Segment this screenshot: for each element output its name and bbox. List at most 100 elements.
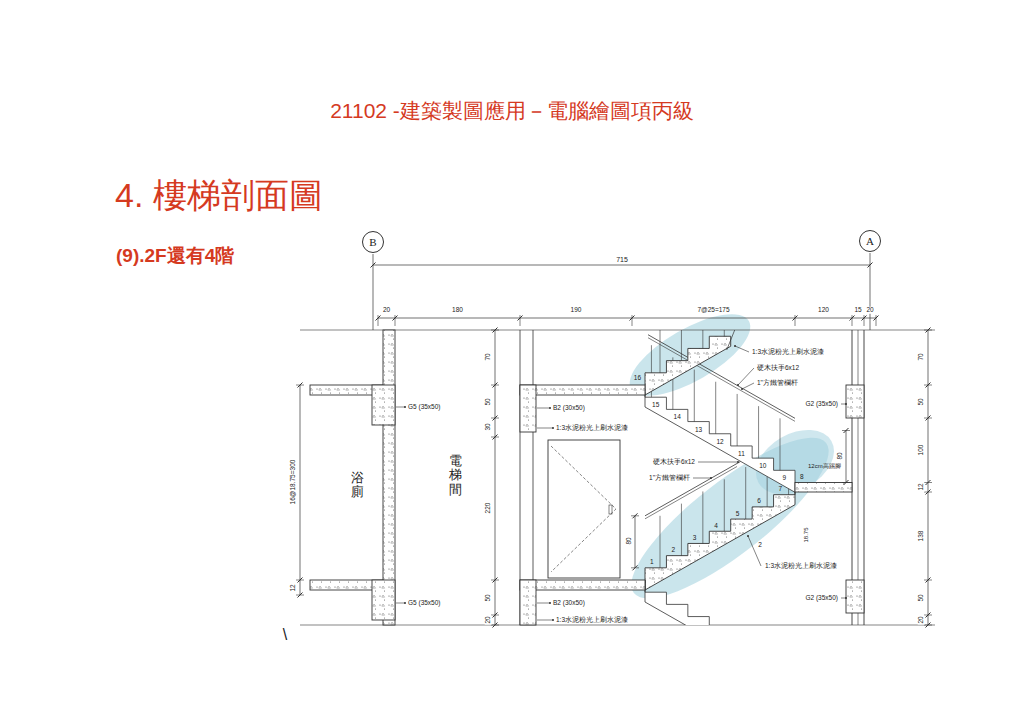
step-number: 2 <box>671 547 675 554</box>
railing-callout: 1"方鐵管欄杆 <box>649 475 690 482</box>
beam-callout: G2 (35x50) <box>805 595 838 602</box>
step-number: 9 <box>782 475 786 482</box>
dimension-text: 120 <box>817 307 830 314</box>
dimension-tick <box>493 416 498 421</box>
leader-line <box>735 346 749 352</box>
step-number: 6 <box>757 498 761 505</box>
leader-line <box>841 598 846 599</box>
leader-dot <box>741 388 743 390</box>
step-note: (9).2F還有4階 <box>116 246 234 265</box>
room-name: 浴廁 <box>351 471 364 500</box>
dimension-text: 20 <box>382 307 391 314</box>
dimension-tick <box>862 316 867 321</box>
room-name: 電梯間 <box>449 454 462 497</box>
handrail <box>645 461 741 515</box>
leader-line <box>748 536 761 566</box>
baluster <box>767 476 768 506</box>
page-title: 21102 -建築製圖應用－電腦繪圖項丙級 <box>330 100 694 121</box>
baluster <box>737 394 738 446</box>
dimension-tick <box>518 316 523 321</box>
dimension-text: 50 <box>485 397 492 406</box>
leader-dot <box>737 461 739 463</box>
dimension-text: 30 <box>485 422 492 431</box>
leader-dot <box>845 403 847 405</box>
baluster <box>660 516 661 568</box>
leader-line <box>738 368 754 385</box>
dimension-tick <box>493 623 498 628</box>
extension-line <box>876 315 877 326</box>
dimension-text: 20 <box>865 307 874 314</box>
grid-bubble: A <box>859 230 881 252</box>
beam-callout: B2 (30x50) <box>553 600 585 607</box>
far-flight <box>645 385 795 492</box>
grid-label: B <box>369 237 376 248</box>
leader-line <box>537 603 550 604</box>
dimension-tick <box>371 263 376 268</box>
baluster <box>724 330 725 336</box>
dimension-tick <box>868 263 873 268</box>
beam-section <box>846 385 864 418</box>
leader-dot <box>734 345 736 347</box>
leader-dot <box>404 602 406 604</box>
leader-dot <box>552 427 554 429</box>
beam-callout: G2 (35x50) <box>805 401 838 408</box>
dimension-text: 50 <box>485 593 492 602</box>
leader-dot <box>710 477 712 479</box>
dimension-tick <box>850 316 855 321</box>
baluster <box>681 504 682 556</box>
baluster <box>745 467 746 519</box>
floor-slab <box>520 385 645 395</box>
dimension-line <box>635 516 636 568</box>
beam-callout: G5 (35x50) <box>408 404 441 411</box>
grid-label: A <box>866 236 874 247</box>
dimension-tick <box>793 316 798 321</box>
dimension-line <box>846 431 847 483</box>
beam-section <box>520 385 536 432</box>
dimension-tick <box>633 513 638 518</box>
landing-slab <box>795 483 852 493</box>
baluster <box>788 489 789 495</box>
leader-dot <box>552 619 554 621</box>
dimension-tick <box>926 490 931 495</box>
dimension-tick <box>926 623 931 628</box>
leader-line <box>537 620 553 621</box>
step-number: 8 <box>800 474 804 481</box>
section-heading: 4. 樓梯剖面圖 <box>115 178 323 212</box>
dimension-text: 16@18.75=300 <box>290 459 297 506</box>
handrail <box>645 466 737 518</box>
dimension-text: 190 <box>570 307 583 314</box>
handrail-callout: 硬木扶手6x12 <box>653 459 695 466</box>
dimension-tick <box>298 578 303 583</box>
skirting-callout: 12cm高踢腳 <box>808 463 841 469</box>
dimension-tick <box>926 613 931 618</box>
step-number: 13 <box>695 426 702 433</box>
leader-line <box>396 603 405 604</box>
dimension-tick <box>493 578 498 583</box>
leader-dot <box>737 384 739 386</box>
extension-line <box>864 315 865 326</box>
leader-line <box>742 383 754 389</box>
dimension-tick <box>493 328 498 333</box>
leader-line <box>693 478 711 479</box>
dimension-line <box>373 265 870 266</box>
step-number: 4 <box>714 523 718 530</box>
baluster <box>715 382 716 434</box>
beam-callout: B2 (30x50) <box>553 405 585 412</box>
dimension-text: 18.75 <box>803 527 809 542</box>
handrail-callout: 硬木扶手6x12 <box>757 365 799 372</box>
beam-callout: G5 (35x50) <box>408 600 441 607</box>
baluster <box>758 406 759 458</box>
dimension-text: 12 <box>918 482 925 491</box>
finish-callout: 1:3水泥粉光上刷水泥漆 <box>556 617 628 624</box>
baluster <box>694 370 695 422</box>
step-number: 14 <box>674 414 681 421</box>
dimension-tick <box>376 316 381 321</box>
leader-dot <box>845 597 847 599</box>
dimension-text: 715 <box>615 256 629 263</box>
dimension-tick <box>298 383 303 388</box>
step-number: 1 <box>650 559 654 566</box>
dimension-tick <box>630 316 635 321</box>
grid-bubble: B <box>362 231 384 253</box>
finish-callout: 1:3水泥粉光上刷水泥漆 <box>752 349 824 356</box>
